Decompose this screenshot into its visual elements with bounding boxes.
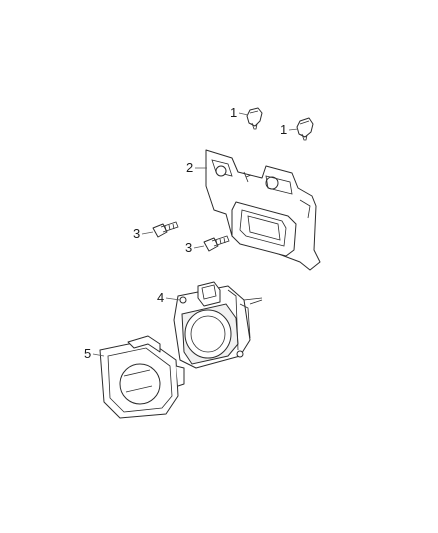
callout-5-bezel: 5 — [84, 346, 105, 361]
callout-2-bracket: 2 — [186, 160, 207, 175]
radar-sensor — [173, 281, 263, 369]
svg-text:3: 3 — [185, 240, 192, 255]
callout-1-clip-left: 1 — [230, 105, 249, 120]
svg-text:1: 1 — [230, 105, 237, 120]
svg-text:1: 1 — [280, 122, 287, 137]
callout-3-bolt-left: 3 — [133, 226, 154, 241]
svg-text:2: 2 — [186, 160, 193, 175]
push-clip-upper-left — [246, 107, 263, 130]
callout-4-sensor: 4 — [157, 290, 181, 305]
callout-1-clip-right: 1 — [280, 122, 299, 137]
svg-text:5: 5 — [84, 346, 91, 361]
push-clip-upper-right — [296, 117, 314, 141]
svg-text:3: 3 — [133, 226, 140, 241]
svg-text:4: 4 — [157, 290, 164, 305]
callout-3-bolt-right: 3 — [185, 240, 205, 255]
sensor-bezel — [99, 335, 185, 419]
bolt-right — [203, 235, 230, 252]
bolt-left — [152, 221, 179, 238]
mounting-bracket — [205, 149, 321, 271]
